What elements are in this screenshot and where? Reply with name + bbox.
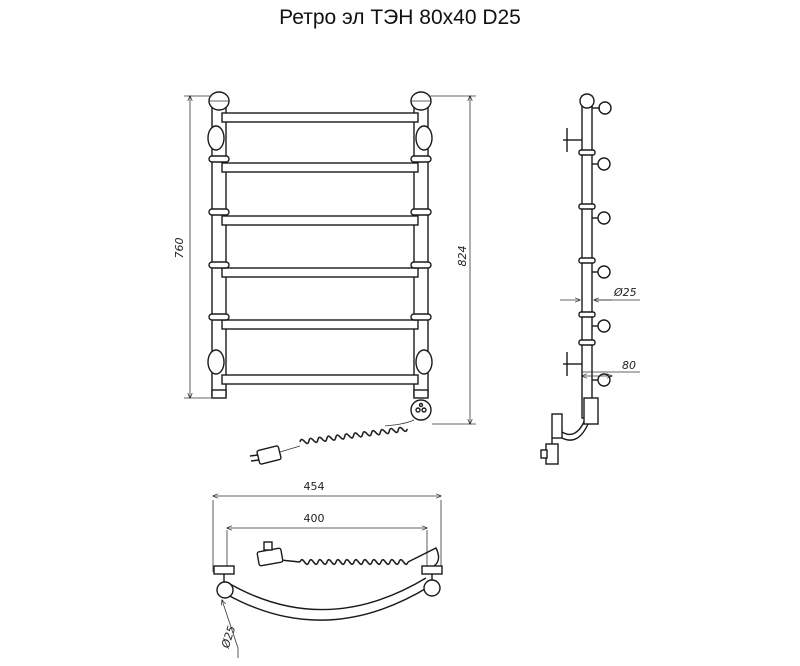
joint-rings	[208, 155, 432, 321]
top-rung-outer	[225, 585, 431, 621]
side-rung-stubs	[592, 157, 611, 387]
right-lower-bracket	[415, 349, 433, 375]
top-cable	[279, 547, 440, 567]
side-plug-icon	[540, 438, 559, 465]
top-plug-icon	[256, 541, 284, 567]
plug-icon	[249, 445, 282, 465]
dim-wall-offset: 80	[622, 359, 636, 372]
dim-axis-width: 400	[304, 512, 325, 525]
top-right-pipe	[423, 579, 441, 597]
dim-pipe-diameter-side: Ø25	[613, 286, 637, 299]
dim-front-height: 760	[173, 238, 186, 259]
heater-head	[410, 399, 432, 421]
cable-coils	[299, 426, 408, 445]
side-view: Ø25 80	[540, 93, 640, 465]
coiled-cable	[279, 419, 415, 453]
side-wall-brackets	[563, 128, 582, 376]
side-heater-body	[583, 397, 599, 425]
front-view: 760 824	[173, 91, 476, 465]
left-upper-bracket	[207, 125, 225, 151]
dim-total-height: 824	[456, 246, 469, 267]
rungs	[221, 112, 419, 385]
top-rung-inner	[229, 577, 427, 611]
left-lower-bracket	[207, 349, 225, 375]
dim-pipe-diameter-top: Ø25	[219, 624, 239, 651]
drawing-title: Ретро эл ТЭН 80х40 D25	[279, 6, 521, 29]
top-view: 454 400 Ø25	[213, 480, 443, 658]
dim-total-width: 454	[304, 480, 325, 493]
side-upright	[581, 95, 593, 419]
top-left-pipe	[216, 581, 234, 599]
right-upper-bracket	[415, 125, 433, 151]
